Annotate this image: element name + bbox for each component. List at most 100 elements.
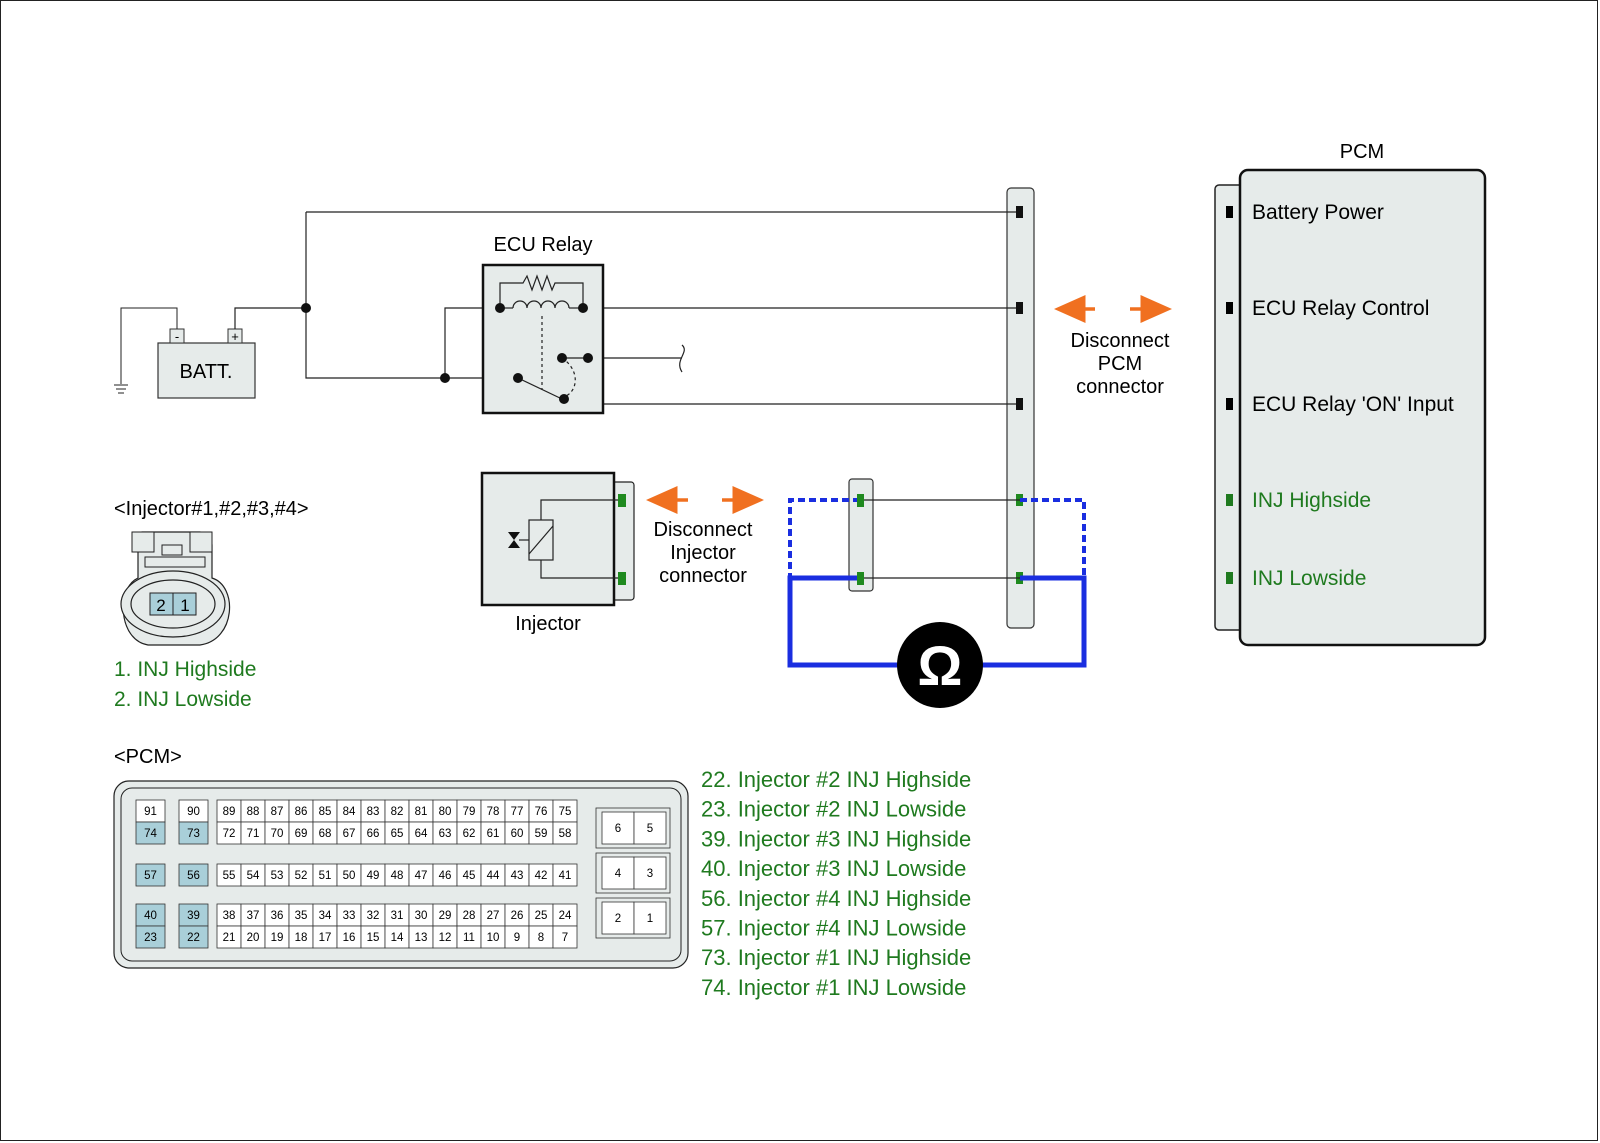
pcm-pin-number: 85 [319,806,332,818]
pcm-pin-cell [135,821,166,845]
pcm-pin-number: 69 [295,828,308,840]
disconnect-pcm-line2: PCM [1098,353,1142,375]
pcm-pin-number: 82 [391,806,404,818]
pcm-pin-number: 68 [319,828,332,840]
pcm-pin-number: 34 [319,910,332,922]
harness-pin [1016,206,1023,218]
pcm-pin-number: 27 [487,910,500,922]
pcm-pin-label: INJ Highside [1252,489,1371,512]
pcm-pin-number: 49 [367,870,380,882]
pcm-pin-cell [601,856,635,890]
pcm-pin-number: 17 [319,932,332,944]
disconnect-pcm-line3: connector [1076,376,1164,398]
pcm-pin-cell [178,821,209,845]
pcm-pin-number: 76 [535,806,548,818]
pcm-pin-label: INJ Lowside [1252,567,1366,590]
pcm-pin-cell [178,863,209,887]
pcm-pin-number: 7 [562,932,568,944]
relay-title: ECU Relay [494,234,593,256]
pcm-pin-number: 28 [463,910,476,922]
pcm-pin-number: 25 [535,910,548,922]
injector-pin-2-label: 2 [156,596,165,615]
pcm-pin-number: 38 [223,910,236,922]
pcm-pin-number: 75 [559,806,572,818]
pcm-pin-number: 84 [343,806,356,818]
pin-legend-item: 23. Injector #2 INJ Lowside [701,797,966,822]
pcm-pin-number: 33 [343,910,356,922]
pcm-pin-number: 45 [463,870,476,882]
harness-pin [857,572,864,585]
pcm-pin [1226,302,1233,314]
pcm-connector-title: <PCM> [114,746,182,768]
pcm-pin-cell [552,863,578,887]
pcm-pin-number: 21 [223,932,236,944]
pcm-pin-cell [633,856,667,890]
harness-pin [857,494,864,507]
pcm-title: PCM [1340,141,1384,163]
disconnect-pcm-line1: Disconnect [1071,330,1170,352]
pcm-pin-number: 3 [647,868,653,880]
injector-legend-item: 1. INJ Highside [114,658,256,681]
injector-harness-connector [848,478,874,592]
pcm-pin-number: 35 [295,910,308,922]
pcm-pin-number: 54 [247,870,260,882]
injector-valve-icon [508,532,520,548]
pcm-pin-number: 9 [514,932,520,944]
relay-resistor-icon [499,274,584,308]
pcm-pin-number: 62 [463,828,476,840]
disconnect-injector-line2: Injector [670,542,736,564]
pcm-pin-cell [178,925,209,949]
pcm-pin-cell [135,863,166,887]
injector-connector-title: <Injector#1,#2,#3,#4> [114,498,309,520]
injector-title: Injector [515,613,581,635]
pcm-pin-number: 89 [223,806,236,818]
pcm-pin-number: 15 [367,932,380,944]
pcm-pin-number: 37 [247,910,260,922]
pcm-pin-cell [552,925,578,949]
relay-coil-icon [512,300,570,309]
pcm-pin-number: 44 [487,870,500,882]
pcm-pin-number: 46 [439,870,452,882]
pcm-pin-number: 58 [559,828,572,840]
pin-legend-item: 74. Injector #1 INJ Lowside [701,975,966,1000]
pcm-pin-number: 40 [144,910,157,922]
pcm-pin-number: 57 [144,870,157,882]
pcm-pin-number: 13 [415,932,428,944]
pcm-pin-cell [633,811,667,845]
pcm-pin-number: 12 [439,932,452,944]
pin-legend-item: 40. Injector #3 INJ Lowside [701,856,966,881]
pcm-pin-label: ECU Relay 'ON' Input [1252,393,1454,416]
power-wiring [234,211,1020,405]
pcm-pin-number: 60 [511,828,524,840]
ohmmeter-leads [787,498,1087,668]
battery-label: BATT. [180,361,233,383]
pcm-pin-cell [633,901,667,935]
pcm-pin-number: 53 [271,870,284,882]
pcm-pin-number: 48 [391,870,404,882]
pcm-pin-number: 83 [367,806,380,818]
disconnect-injector-line3: connector [659,565,747,587]
junction-dot [301,303,311,313]
pcm-pin-number: 22 [187,932,200,944]
pcm-pin-number: 32 [367,910,380,922]
pcm-pin-number: 79 [463,806,476,818]
harness-pin [1016,398,1023,410]
pcm-pin-number: 63 [439,828,452,840]
pcm-pin-number: 36 [271,910,284,922]
pcm-pin-number: 4 [615,868,622,880]
injector-pin [618,494,626,507]
pcm-pin-number: 6 [615,823,621,835]
pin-legend-item: 56. Injector #4 INJ Highside [701,886,971,911]
battery-plus-sign: + [231,329,239,344]
pcm-pin-number: 51 [319,870,332,882]
pcm-pin-number: 10 [487,932,500,944]
pcm-pin-cell [601,811,635,845]
pcm-pin-number: 30 [415,910,428,922]
pcm-pin-number: 74 [144,828,157,840]
pcm-pin-number: 66 [367,828,380,840]
pcm-pin-number: 42 [535,870,548,882]
ohmmeter-icon: Ω [897,622,983,708]
